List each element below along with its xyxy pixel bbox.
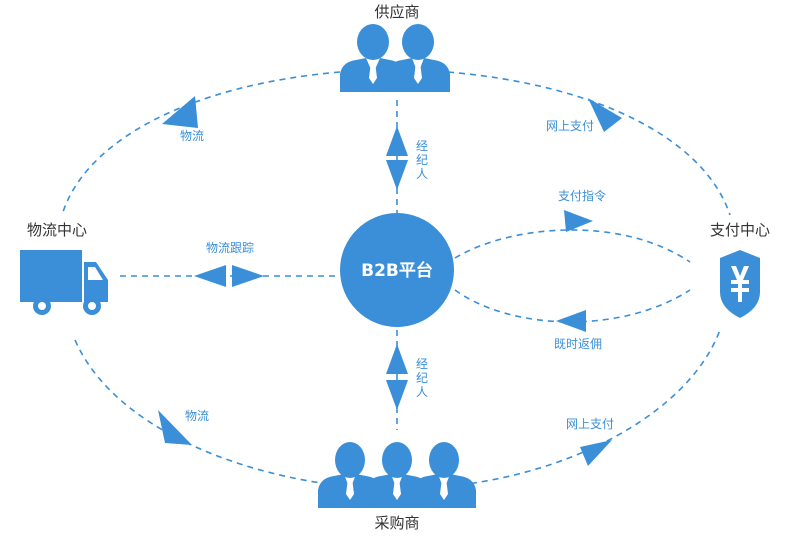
edge-label-broker-bottom-3: 人: [416, 385, 428, 399]
edge-label-broker-top-1: 经: [416, 139, 428, 153]
arrow-logistics-bottom: [158, 410, 192, 445]
edge-label-pay-instruction: 支付指令: [558, 188, 606, 203]
edge-label-broker-bottom-1: 经: [416, 357, 428, 371]
b2b-hub: [340, 213, 454, 327]
arrow-broker-top-up: [386, 126, 408, 156]
buyer-label: 采购商: [374, 514, 419, 532]
arrow-online-pay-bottom: [580, 440, 612, 466]
edge-label-logistics-top: 物流: [180, 129, 204, 143]
arrow-online-pay-top: [588, 98, 622, 132]
arrow-tracking-right: [232, 265, 264, 287]
edge-supplier-payment: [447, 71, 731, 216]
edge-hub-payment-instruction: [454, 229, 691, 263]
edge-label-logistics-bottom: 物流: [185, 409, 209, 423]
edge-label-online-pay-top: 网上支付: [546, 119, 594, 133]
truck-icon: [20, 250, 108, 315]
arrow-broker-top-down: [386, 160, 408, 190]
arrow-logistics-top: [162, 96, 198, 128]
edge-payment-hub-rebate: [454, 289, 691, 323]
edge-buyer-payment: [459, 329, 721, 486]
edge-label-rebate: 既时返佣: [554, 337, 602, 351]
payment-label: 支付中心: [710, 221, 770, 239]
edge-supplier-logistics: [61, 71, 341, 216]
arrow-broker-bottom-up: [386, 344, 408, 374]
logistics-label: 物流中心: [27, 221, 87, 239]
buyer-icon: [318, 442, 476, 508]
hub-label: B2B平台: [361, 260, 433, 281]
edge-logistics-buyer: [74, 339, 336, 486]
edge-label-online-pay-bottom: 网上支付: [566, 417, 614, 431]
arrow-tracking-left: [194, 265, 226, 287]
arrow-rebate: [556, 310, 586, 332]
arrow-pay-instruction: [564, 210, 593, 232]
supplier-icon: [340, 24, 450, 92]
arrow-broker-bottom-down: [386, 380, 408, 410]
yen-shield-icon: [720, 250, 760, 318]
supplier-label: 供应商: [374, 3, 419, 21]
edge-label-broker-top-2: 纪: [416, 153, 428, 167]
edge-label-broker-bottom-2: 纪: [416, 371, 428, 385]
edge-label-logistics-tracking: 物流跟踪: [206, 241, 254, 255]
edge-label-broker-top-3: 人: [416, 167, 428, 181]
